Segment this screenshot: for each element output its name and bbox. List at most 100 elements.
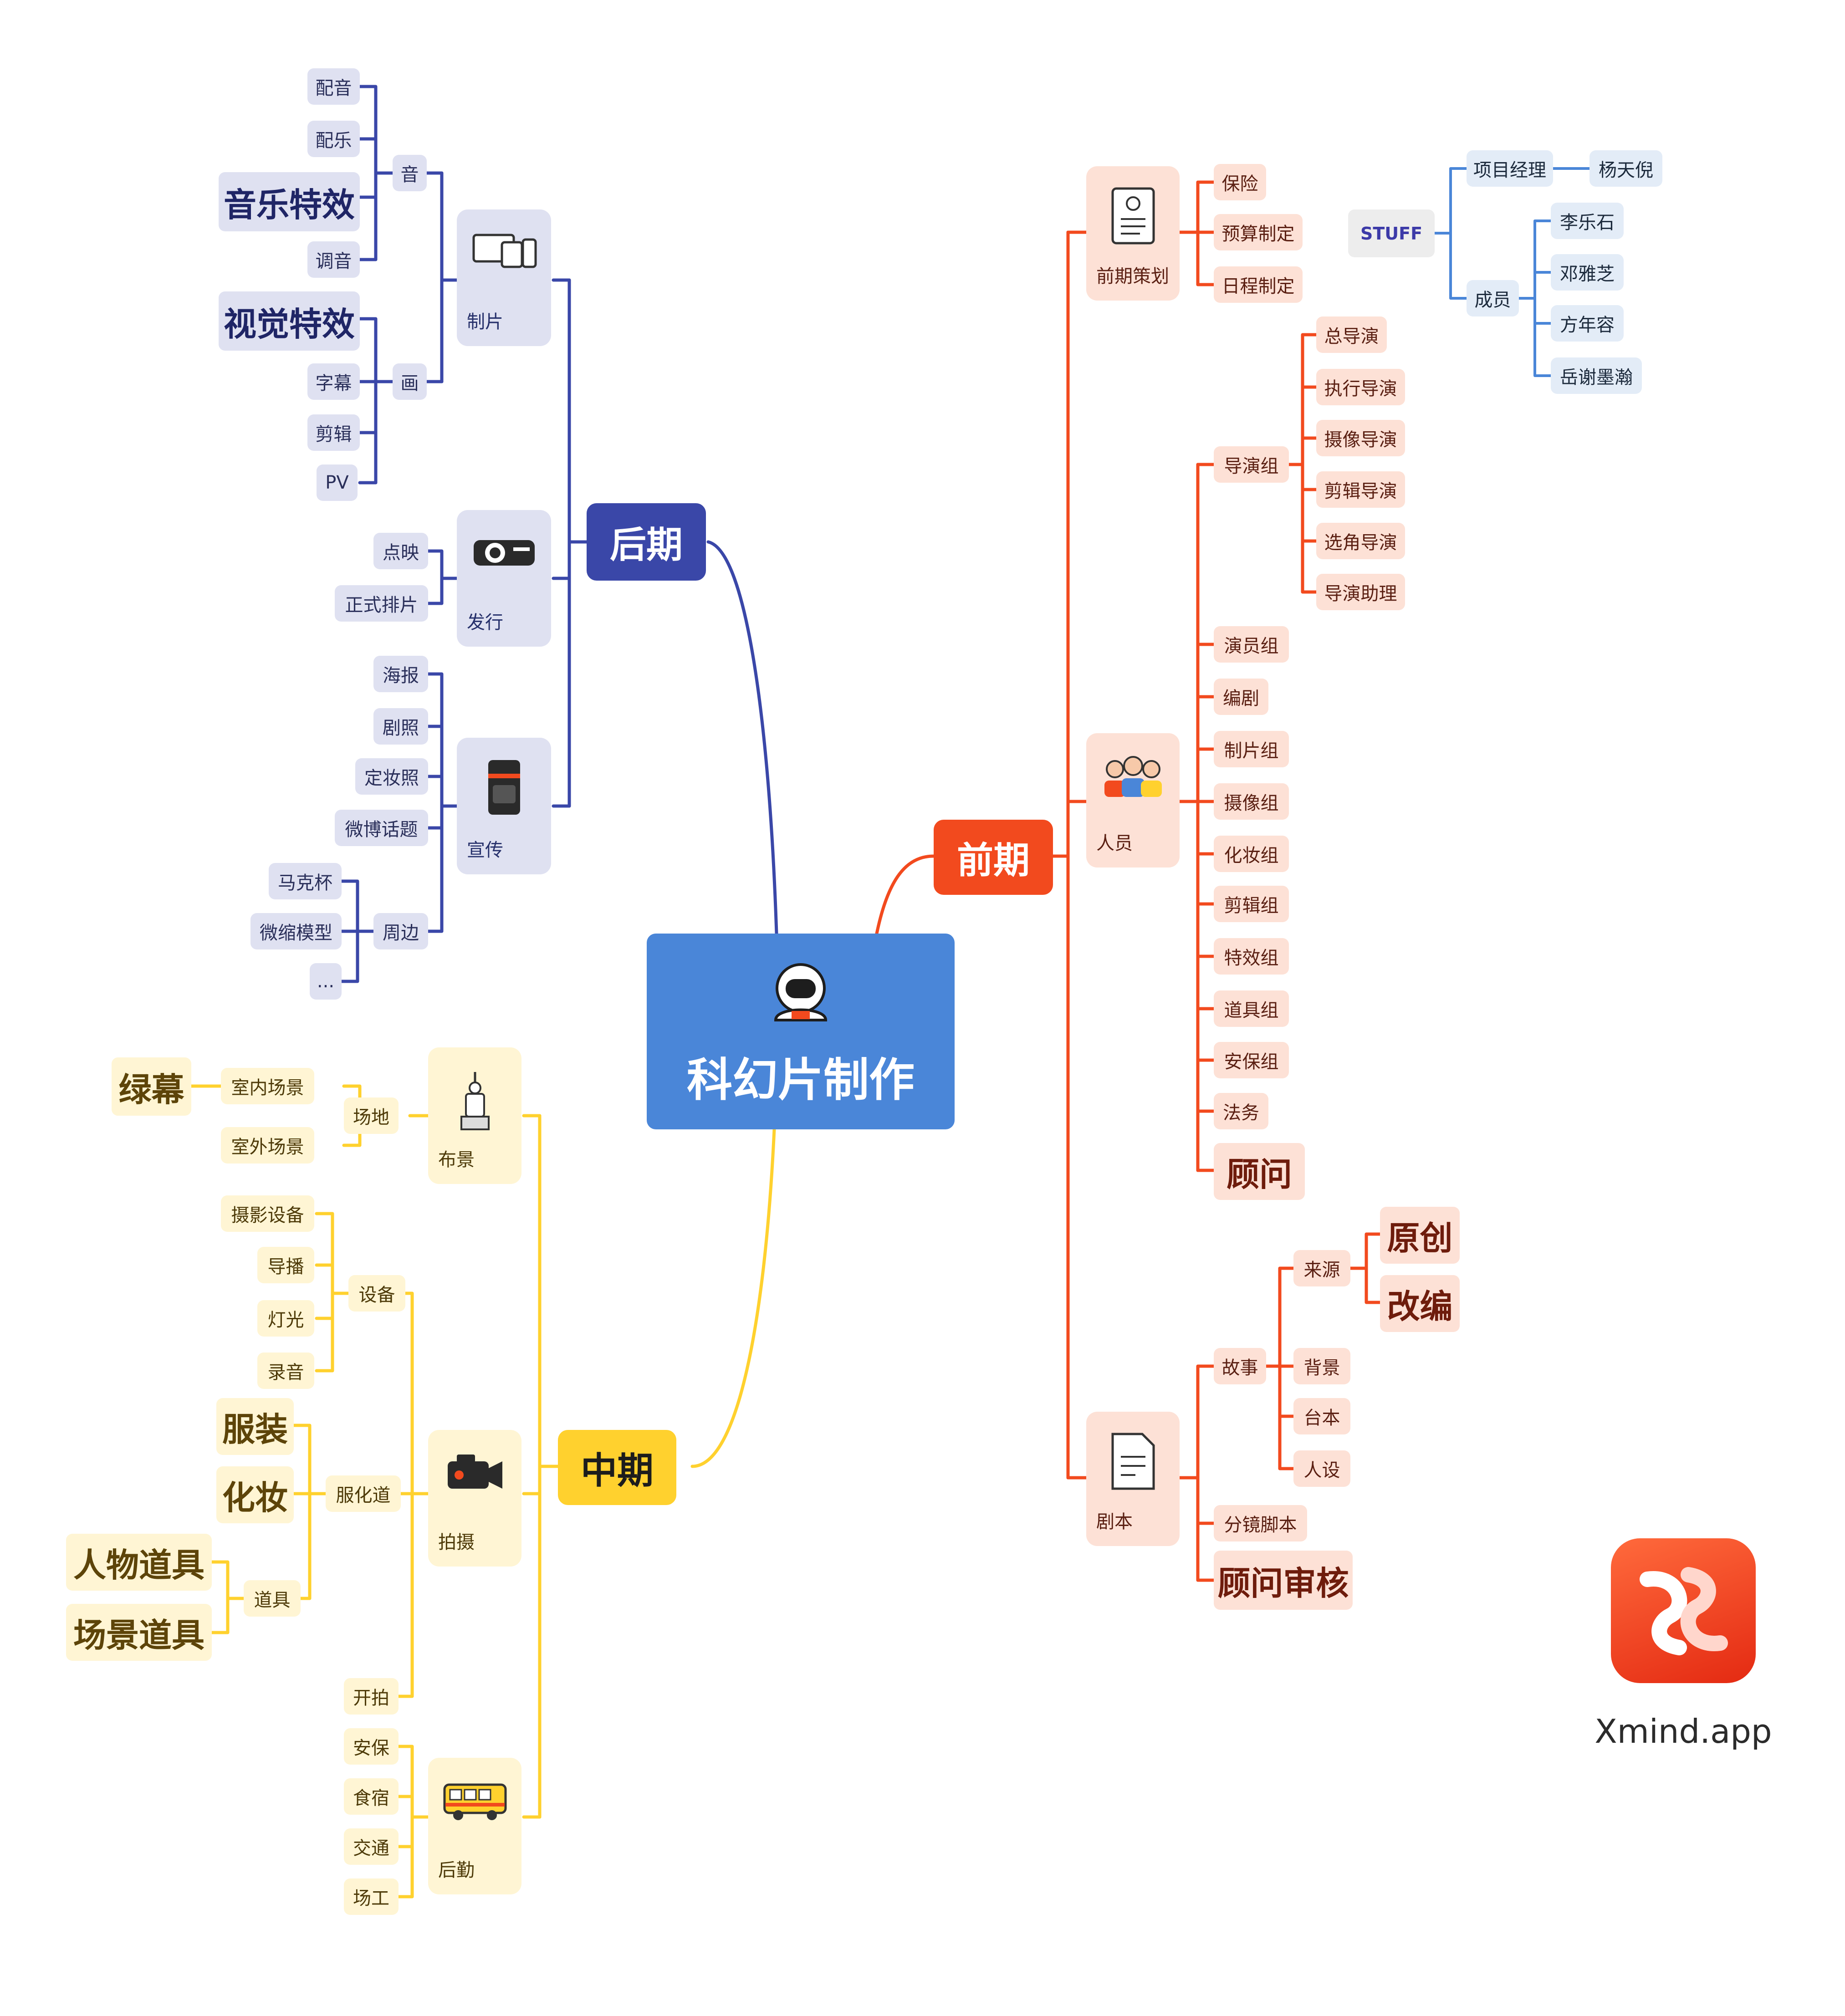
topic-picture[interactable]: 画 [393,363,427,400]
topic-lines[interactable]: 台本 [1293,1398,1350,1434]
topic-security[interactable]: 安保 [344,1728,399,1765]
topic-poster[interactable]: 海报 [373,656,428,692]
topic-assistant-director[interactable]: 导演助理 [1316,574,1405,610]
topic-dubbing[interactable]: 配音 [307,68,360,105]
branch-production-shoot[interactable]: 中期 [558,1430,676,1505]
topic-costume[interactable]: 服装 [216,1398,294,1455]
topic-background[interactable]: 背景 [1293,1348,1350,1384]
topic-story[interactable]: 故事 [1214,1348,1266,1384]
topic-legal[interactable]: 法务 [1214,1093,1268,1129]
topic-outdoor-scene[interactable]: 室外场景 [221,1127,314,1164]
card-set[interactable]: 布景 [428,1047,521,1184]
topic-source[interactable]: 来源 [1293,1250,1350,1286]
topic-vfx-group[interactable]: 特效组 [1214,938,1289,975]
topic-official-release[interactable]: 正式排片 [335,585,428,622]
topic-sound-fx[interactable]: 音乐特效 [219,172,360,231]
topic-casting-director[interactable]: 选角导演 [1316,523,1405,559]
topic-transport[interactable]: 交通 [344,1828,399,1865]
topic-member-2[interactable]: 邓雅芝 [1551,254,1624,291]
topic-makeup[interactable]: 化妆 [216,1466,294,1523]
topic-schedule[interactable]: 日程制定 [1214,266,1303,303]
topic-props[interactable]: 道具 [244,1580,301,1617]
topic-score[interactable]: 配乐 [307,121,360,157]
topic-original[interactable]: 原创 [1380,1207,1460,1264]
topic-security-group[interactable]: 安保组 [1214,1042,1289,1078]
topic-equipment[interactable]: 设备 [348,1275,405,1312]
video-camera-icon [447,1455,502,1489]
topic-executive-director[interactable]: 执行导演 [1316,369,1405,405]
topic-lighting[interactable]: 灯光 [257,1300,314,1337]
card-shoot[interactable]: 拍摄 [428,1430,521,1567]
topic-members[interactable]: 成员 [1467,280,1519,316]
topic-pm-name[interactable]: 杨天倪 [1589,150,1662,187]
card-release[interactable]: 发行 [457,510,551,647]
topic-weibo-topic[interactable]: 微博话题 [335,810,428,846]
topic-editing[interactable]: 剪辑 [307,414,360,451]
topic-advisor[interactable]: 顾问 [1214,1143,1305,1200]
topic-green-screen[interactable]: 绿幕 [112,1057,191,1116]
topic-label: 马克杯 [278,873,332,893]
card-logistics[interactable]: 后勤 [428,1758,521,1894]
topic-indoor-scene[interactable]: 室内场景 [221,1068,314,1104]
topic-character-props[interactable]: 人物道具 [66,1534,212,1591]
branch-pre-production[interactable]: 前期 [934,820,1053,895]
topic-vfx[interactable]: 视觉特效 [219,291,360,351]
topic-start-shooting[interactable]: 开拍 [344,1678,399,1715]
topic-stills[interactable]: 剧照 [373,708,428,745]
topic-label: 服化道 [336,1485,391,1506]
topic-merch[interactable]: 周边 [373,913,428,949]
topic-preview-screening[interactable]: 点映 [373,533,428,569]
topic-makeup-group[interactable]: 化妆组 [1214,836,1289,872]
topic-mug[interactable]: 马克杯 [269,863,342,899]
topic-venue[interactable]: 场地 [344,1097,399,1134]
topic-label: 导演组 [1224,456,1279,477]
topic-advisor-review[interactable]: 顾问审核 [1214,1551,1353,1610]
branch-post-production[interactable]: 后期 [587,503,706,581]
topic-more[interactable]: ... [310,963,342,1000]
topic-member-3[interactable]: 方年容 [1551,305,1624,342]
topic-lodging[interactable]: 食宿 [344,1778,399,1815]
card-promo[interactable]: 宣传 [457,738,551,874]
root-topic[interactable]: 科幻片制作 [647,934,955,1129]
topic-member-1[interactable]: 李乐石 [1551,203,1624,239]
topic-label: 室外场景 [231,1137,304,1158]
topic-characters[interactable]: 人设 [1293,1450,1350,1487]
topic-broadcast[interactable]: 导播 [257,1247,314,1283]
topic-storyboard[interactable]: 分镜脚本 [1214,1505,1307,1541]
topic-chief-director[interactable]: 总导演 [1316,316,1387,353]
topic-cast-group[interactable]: 演员组 [1214,626,1289,663]
topic-adaptation[interactable]: 改编 [1380,1275,1460,1332]
card-script[interactable]: 剧本 [1086,1412,1180,1546]
topic-editing-director[interactable]: 剪辑导演 [1316,471,1405,508]
topic-miniature[interactable]: 微缩模型 [250,913,342,949]
topic-scene-props[interactable]: 场景道具 [66,1604,212,1661]
topic-stuff[interactable]: STUFF [1348,209,1435,257]
topic-project-manager[interactable]: 项目经理 [1467,150,1553,187]
topic-director-group[interactable]: 导演组 [1214,446,1289,483]
topic-label: 人设 [1303,1460,1340,1481]
topic-camera-director[interactable]: 摄像导演 [1316,420,1405,456]
topic-mixing[interactable]: 调音 [307,241,360,278]
topic-sound[interactable]: 音 [393,155,427,191]
topic-props-group[interactable]: 道具组 [1214,990,1289,1027]
topic-costume-photos[interactable]: 定妆照 [355,758,428,795]
projector-icon [473,540,535,566]
card-planning[interactable]: 前期策划 [1086,166,1180,301]
topic-label: 剧照 [383,718,419,739]
topic-insurance[interactable]: 保险 [1214,164,1266,200]
topic-camera-gear[interactable]: 摄影设备 [221,1195,314,1232]
topic-member-4[interactable]: 岳谢墨瀚 [1551,357,1642,394]
topic-recording[interactable]: 录音 [257,1353,314,1389]
topic-subtitles[interactable]: 字幕 [307,363,360,400]
topic-camera-group[interactable]: 摄像组 [1214,783,1289,820]
topic-editing-group[interactable]: 剪辑组 [1214,886,1289,922]
topic-label: 化妆组 [1224,845,1279,866]
topic-crew[interactable]: 场工 [344,1878,399,1915]
card-staff[interactable]: 人员 [1086,733,1180,868]
topic-production-group[interactable]: 制片组 [1214,731,1289,767]
topic-budget[interactable]: 预算制定 [1214,214,1303,250]
card-production[interactable]: 制片 [457,209,551,346]
topic-wardrobe[interactable]: 服化道 [326,1475,401,1512]
topic-pv[interactable]: PV [317,464,358,501]
topic-screenwriter[interactable]: 编剧 [1214,679,1268,715]
